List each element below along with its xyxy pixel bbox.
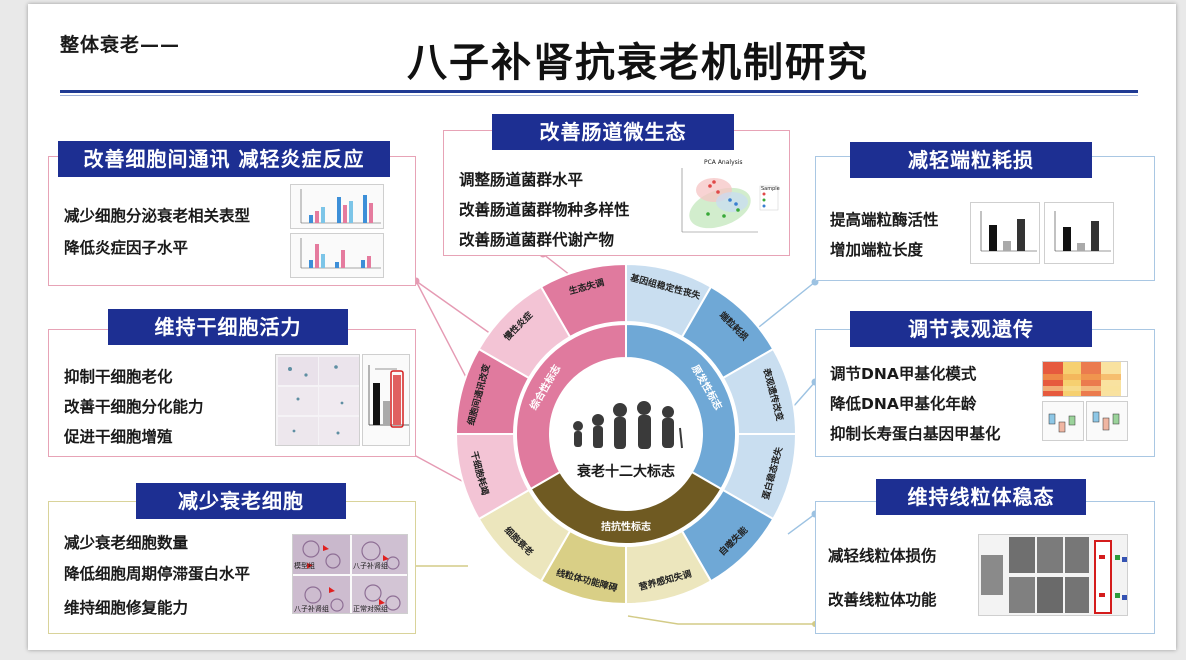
silhouette-people-icon <box>573 401 683 449</box>
title-underline-thin <box>60 95 1138 96</box>
senescent-image-label-1: 模型组 <box>294 562 315 570</box>
stem-cell-item-3: 促进干细胞增殖 <box>64 428 173 446</box>
hallmarks-wheel: 生态失调基因组稳定性丧失端粒耗损表观遗传改变蛋白稳态丧失自噬失能营养感知失调线粒… <box>450 258 802 610</box>
wheel-center-label: 衰老十二大标志 <box>576 463 675 480</box>
box-telomere-title: 减轻端粒耗损 <box>850 142 1092 178</box>
stem-cell-item-2: 改善干细胞分化能力 <box>64 398 204 416</box>
epigenetic-boxplot-2 <box>1086 401 1128 441</box>
hallmark-segment <box>477 285 572 380</box>
inner-ring: 综合性标志原发性标志拮抗性标志 <box>515 322 737 545</box>
mito-item-2: 改善线粒体功能 <box>828 591 937 609</box>
senescent-histology-image <box>292 534 408 614</box>
telomere-bar-chart-1 <box>970 202 1040 264</box>
box-epigenetic-title: 调节表观遗传 <box>850 311 1092 347</box>
senescent-image-label-4: 正常对照组 <box>353 605 388 613</box>
stem-cell-item-1: 抑制干细胞老化 <box>64 368 173 386</box>
epigenetic-heatmap <box>1042 361 1128 397</box>
outer-ring: 生态失调基因组稳定性丧失端粒耗损表观遗传改变蛋白稳态丧失自噬失能营养感知失调线粒… <box>454 262 798 606</box>
page-title: 八子补肾抗衰老机制研究 <box>407 40 869 86</box>
epigenetic-item-1: 调节DNA甲基化模式 <box>830 365 977 383</box>
gut-pca-legend-title: Sample <box>761 186 780 192</box>
wheel-labels <box>450 258 802 610</box>
senescent-item-3: 维持细胞修复能力 <box>64 599 189 617</box>
intercellular-bar-chart-2 <box>290 233 384 278</box>
stem-cell-bar-chart <box>362 354 410 446</box>
telomere-item-1: 提高端粒酶活性 <box>830 211 939 229</box>
hallmarks-wheel-svg: 生态失调基因组稳定性丧失端粒耗损表观遗传改变蛋白稳态丧失自噬失能营养感知失调线粒… <box>454 262 798 606</box>
gut-item-3: 改善肠道菌群代谢产物 <box>459 231 615 249</box>
gut-item-2: 改善肠道菌群物种多样性 <box>459 201 630 219</box>
intercellular-bar-chart-1 <box>290 184 384 229</box>
senescent-image-label-2: 八子补肾组 <box>353 562 388 570</box>
inner-ring-band <box>625 322 737 491</box>
inner-ring-band <box>515 322 627 491</box>
gut-pca-title: PCA Analysis <box>704 159 743 166</box>
section-subtitle: 整体衰老—— <box>60 34 181 56</box>
epigenetic-item-2: 降低DNA甲基化年龄 <box>830 395 977 413</box>
epigenetic-item-3: 抑制长寿蛋白基因甲基化 <box>830 425 1001 443</box>
box-stem-cell-title: 维持干细胞活力 <box>108 309 348 345</box>
stem-cell-staining-image <box>275 354 360 446</box>
senescent-item-1: 减少衰老细胞数量 <box>64 534 189 552</box>
telomere-item-2: 增加端粒长度 <box>830 241 924 259</box>
box-intercellular-title: 改善细胞间通讯 减轻炎症反应 <box>58 141 390 177</box>
inner-ring-band <box>529 470 723 545</box>
inner-ring-label: 拮抗性标志 <box>601 520 651 533</box>
mito-em-image <box>978 534 1128 616</box>
telomere-bar-chart-2 <box>1044 202 1114 264</box>
epigenetic-boxplot-1 <box>1042 401 1084 441</box>
gut-pca-chart <box>668 156 780 244</box>
intercellular-item-1: 减少细胞分泌衰老相关表型 <box>64 207 251 225</box>
box-gut-title: 改善肠道微生态 <box>492 114 734 150</box>
title-underline <box>60 90 1138 93</box>
gut-item-1: 调整肠道菌群水平 <box>459 171 584 189</box>
senescent-image-label-3: 八子补肾组 <box>294 605 329 613</box>
box-mito-title: 维持线粒体稳态 <box>876 479 1086 515</box>
intercellular-item-2: 降低炎症因子水平 <box>64 239 189 257</box>
senescent-item-2: 降低细胞周期停滞蛋白水平 <box>64 565 251 583</box>
box-senescent-title: 减少衰老细胞 <box>136 483 346 519</box>
slide: 整体衰老—— 八子补肾抗衰老机制研究 <box>28 4 1176 650</box>
mito-item-1: 减轻线粒体损伤 <box>828 547 937 565</box>
